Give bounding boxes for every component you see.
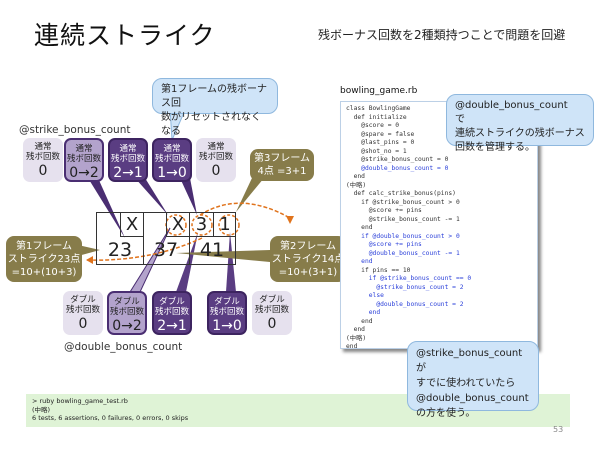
code-line: def calc_strike_bonus(pins) <box>346 190 456 197</box>
callout-use-double: @strike_bonus_countが すでに使われていたら @double_… <box>407 341 539 419</box>
frame1-total: 23 <box>107 239 133 261</box>
code-filename: bowling_game.rb <box>340 86 418 96</box>
slide-subtitle: 残ボーナス回数を2種類持つことで問題を回避 <box>318 28 566 42</box>
code-line: if @double_bonus_count > 0 <box>346 232 460 240</box>
callout-frame1: 第1フレーム ストライク23点 =10+(10+3) <box>6 236 82 282</box>
strike-var-label: @strike_bonus_count <box>19 124 131 136</box>
frame2-total: 37 <box>153 239 179 261</box>
pointer-double-2 <box>176 232 198 292</box>
code-line: end <box>346 173 365 180</box>
arrow-to-frame1 <box>85 237 203 261</box>
frame2-roll: X <box>166 213 189 237</box>
terminal-line: (中略) <box>32 405 51 414</box>
code-line: @double_bonus_count = 2 <box>346 300 464 308</box>
code-line: end <box>346 317 373 325</box>
code-line: @spare = false <box>346 130 415 138</box>
code-line: @strike_bonus_count = 2 <box>346 283 464 291</box>
terminal-line: 6 tests, 6 assertions, 0 failures, 0 err… <box>32 414 189 422</box>
code-line: (中略) <box>346 334 367 342</box>
frame1-roll: X <box>120 213 143 237</box>
code-line: @last_pins = 0 <box>346 139 415 146</box>
code-line: end <box>346 258 373 265</box>
terminal-line: > ruby bowling_game_test.rb <box>32 397 128 405</box>
callout-reset-issue: 第1フレームの残ボーナス回 数がリセットされなくなる <box>152 78 278 137</box>
code-line: @double_bonus_count = 0 <box>346 164 449 172</box>
circle-roll-3 <box>191 214 213 236</box>
code-panel: class BowlingGame def initialize @score … <box>340 101 538 350</box>
code-line: else <box>346 292 384 299</box>
code-line: @strike_bonus_count = 0 <box>346 156 449 163</box>
circle-roll-1 <box>218 214 240 236</box>
pointer-frame3 <box>236 178 264 212</box>
code-line: @score += pins <box>346 241 422 248</box>
code-line: @score = 0 <box>346 122 400 129</box>
double-var-label: @double_bonus_count <box>64 341 183 353</box>
pointer-strike-3 <box>180 178 197 215</box>
callout-frame3: 第3フレーム 4点 =3+1 <box>250 149 314 181</box>
arrow-to-frame2 <box>199 202 291 219</box>
code-line: end <box>346 309 381 316</box>
pointer-strike-2 <box>135 178 168 215</box>
callout-frame2: 第2フレーム ストライク14点 =10+(3+1) <box>270 236 346 282</box>
code-line: end <box>346 343 358 350</box>
code-line: if @strike_bonus_count == 0 <box>346 275 472 282</box>
pointer-frame2 <box>176 250 270 262</box>
code-line: def initialize <box>346 113 407 121</box>
pointer-double-3 <box>226 232 236 292</box>
frame3-roll-1: 3 <box>190 213 213 237</box>
code-line: @strike_bonus_count -= 1 <box>346 215 460 223</box>
callout-double-manage: @double_bonus_count で 連続ストライクの残ボーナス 回数を管… <box>446 94 594 153</box>
frame3-total: 41 <box>199 239 225 261</box>
pointer-frame1 <box>78 245 100 256</box>
code-line: end <box>346 224 373 231</box>
code-line: if pins == 10 <box>346 266 411 274</box>
code-line: end <box>346 326 365 333</box>
page-number: 53 <box>553 425 564 434</box>
code-line: class BowlingGame <box>346 105 411 112</box>
slide-title: 連続ストライク <box>34 21 216 50</box>
code-line: if @strike_bonus_count > 0 <box>346 198 460 206</box>
code-line: @shot_no = 1 <box>346 147 407 155</box>
bowling-scorecard: X 23 X 37 3 1 41 <box>96 212 236 265</box>
pointer-strike-1 <box>88 178 125 238</box>
frame3-roll-2: 1 <box>213 213 236 237</box>
code-line: @double_bonus_count -= 1 <box>346 249 460 257</box>
code-line: @score += pins <box>346 207 422 214</box>
code-line: (中略) <box>346 181 367 189</box>
